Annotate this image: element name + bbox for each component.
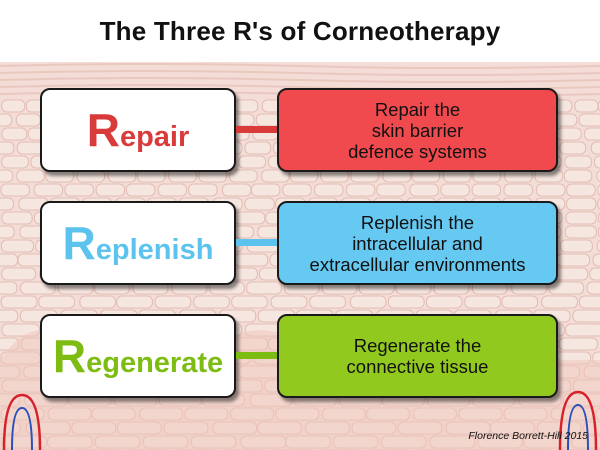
replenish-description: Replenish the intracellular and extracel…	[310, 212, 526, 275]
replenish-word-box: Replenish	[40, 201, 236, 285]
replenish-rest: eplenish	[95, 234, 214, 266]
repair-word-box: Repair	[40, 88, 236, 172]
row-replenish: Replenish Replenish the intracellular an…	[0, 201, 600, 287]
slide-title: The Three R's of Corneotherapy	[99, 15, 501, 46]
regenerate-desc-line-2: connective tissue	[346, 356, 489, 377]
repair-description-box: Repair the skin barrier defence systems	[277, 88, 558, 172]
repair-description: Repair the skin barrier defence systems	[348, 99, 487, 162]
replenish-word: Replenish	[63, 220, 214, 266]
replenish-connector	[236, 239, 278, 246]
author-credit: Florence Borrett-Hill 2015	[468, 430, 588, 442]
regenerate-initial: R	[52, 330, 87, 382]
repair-desc-line-2: skin barrier	[371, 119, 464, 141]
regenerate-word-box: Regenerate	[40, 314, 236, 398]
replenish-desc-line-3: extracellular environments	[309, 253, 526, 275]
replenish-desc-line-1: Replenish the	[360, 211, 475, 233]
regenerate-desc-line-1: Regenerate the	[353, 335, 482, 356]
repair-initial: R	[86, 104, 120, 156]
repair-connector	[236, 126, 278, 133]
repair-rest: epair	[119, 121, 190, 153]
title-bar: The Three R's of Corneotherapy	[0, 0, 600, 62]
row-repair: Repair Repair the skin barrier defence s…	[0, 88, 600, 174]
replenish-description-box: Replenish the intracellular and extracel…	[277, 201, 558, 285]
regenerate-word: Regenerate	[53, 333, 223, 379]
row-regenerate: Regenerate Regenerate the connective tis…	[0, 314, 600, 400]
regenerate-description: Regenerate the connective tissue	[347, 335, 489, 377]
repair-word: Repair	[87, 107, 190, 153]
regenerate-connector	[236, 352, 278, 359]
replenish-desc-line-2: intracellular and	[352, 232, 483, 254]
repair-desc-line-3: defence systems	[348, 140, 487, 162]
repair-desc-line-1: Repair the	[374, 98, 461, 120]
replenish-initial: R	[62, 217, 96, 269]
regenerate-description-box: Regenerate the connective tissue	[277, 314, 558, 398]
regenerate-rest: egenerate	[86, 347, 224, 379]
